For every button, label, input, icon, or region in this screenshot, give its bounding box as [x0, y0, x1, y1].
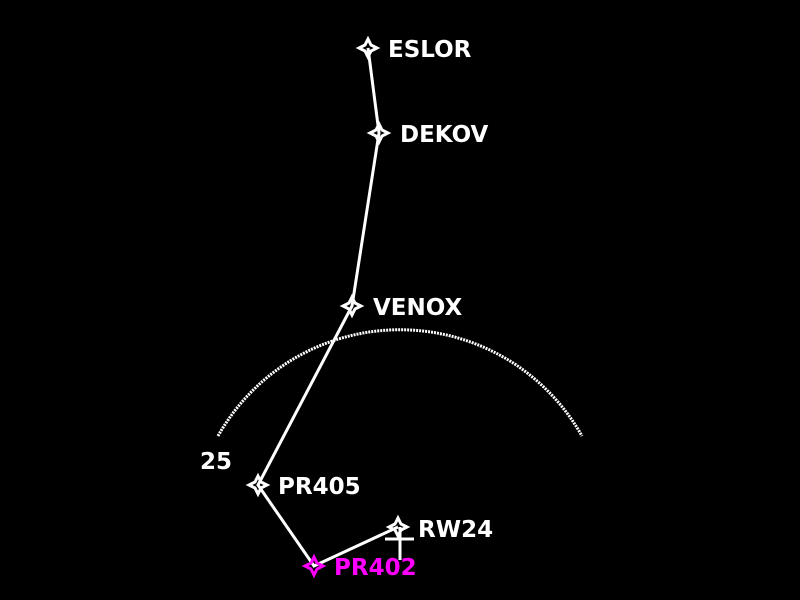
waypoint-label: PR405: [278, 474, 361, 500]
flight-route-line: [256, 47, 399, 568]
waypoint-rw24[interactable]: RW24: [387, 516, 493, 543]
waypoint-label: DEKOV: [400, 122, 489, 148]
waypoint-eslor[interactable]: ESLOR: [357, 37, 472, 63]
waypoint-pr402-active[interactable]: PR402: [303, 555, 417, 581]
waypoint-label: VENOX: [373, 295, 462, 321]
range-arc: [216, 328, 584, 437]
waypoint-venox[interactable]: VENOX: [341, 295, 462, 321]
range-label: 25: [200, 449, 232, 475]
waypoint-label: PR402: [334, 555, 417, 581]
waypoint-label: RW24: [418, 517, 493, 543]
waypoint-dekov[interactable]: DEKOV: [368, 122, 489, 148]
waypoint-label: ESLOR: [388, 37, 472, 63]
waypoint-pr405[interactable]: PR405: [247, 474, 361, 500]
